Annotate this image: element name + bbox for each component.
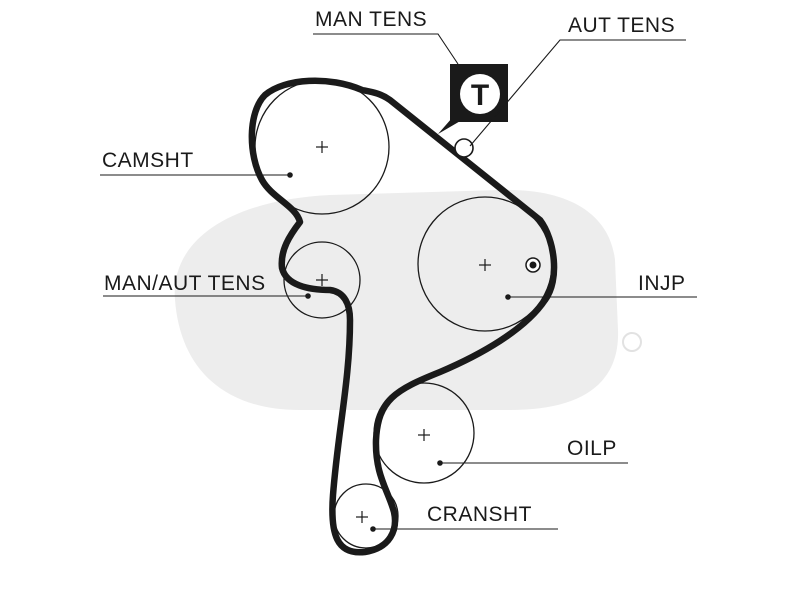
auto-tensioner-roller (454, 138, 474, 158)
leader-man-tens (313, 33, 459, 65)
label-aut-tens: AUT TENS (568, 14, 675, 37)
man-aut-tensioner-pulley (283, 241, 361, 319)
tensioner-badge-letter: T (471, 79, 489, 112)
injection-pump-timing-mark (525, 257, 541, 273)
label-man-aut-tens: MAN/AUT TENS (104, 272, 266, 295)
injection-pump-center-mark (479, 259, 491, 271)
crankshaft-center-mark (356, 511, 368, 523)
oilp-pointer-dot (437, 460, 443, 466)
tensioner-t-badge-icon: T (438, 64, 508, 134)
gates-logo-watermark (174, 189, 642, 410)
label-injp: INJP (638, 272, 686, 295)
label-cransht: CRANSHT (427, 503, 532, 526)
man-aut-tens-pointer-dot (305, 293, 311, 299)
label-camsht: CAMSHT (102, 149, 194, 172)
cransht-pointer-dot (370, 526, 376, 532)
camshaft-center-mark (316, 141, 328, 153)
oil-pump-center-mark (418, 429, 430, 441)
camsht-pointer-dot (287, 172, 293, 178)
timing-belt (248, 77, 558, 556)
man-aut-tensioner-center-mark (316, 274, 328, 286)
injp-pointer-dot (505, 294, 511, 300)
label-oilp: OILP (567, 437, 617, 460)
leader-aut-tens (469, 39, 686, 147)
label-man-tens: MAN TENS (315, 8, 427, 31)
